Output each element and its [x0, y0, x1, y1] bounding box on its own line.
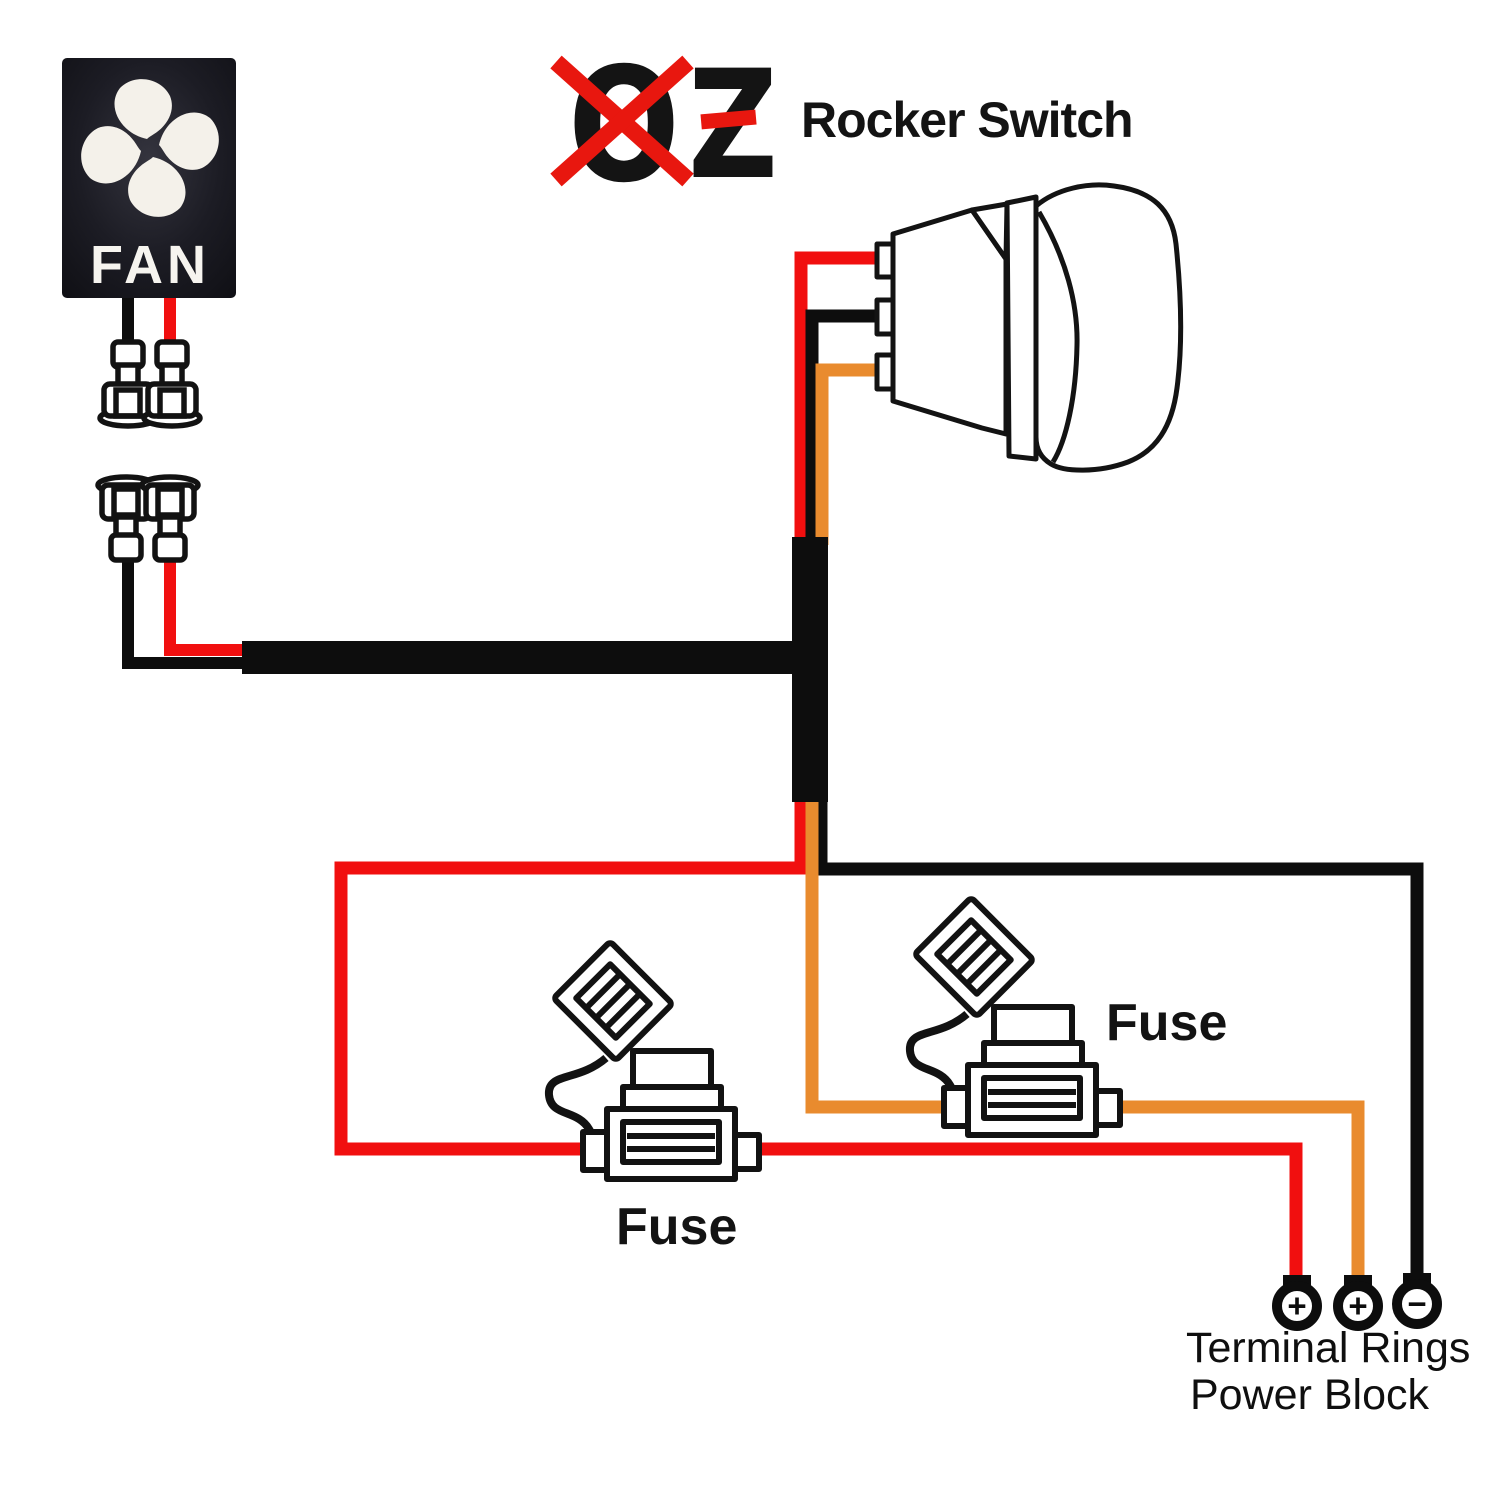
terminal-ring-positive-1 — [1272, 1281, 1322, 1331]
red-power-wire-lower — [334, 795, 1303, 1283]
black-wire-to-loom — [122, 552, 252, 669]
switch-stub-wires — [794, 251, 884, 545]
red-wire-to-loom — [164, 552, 252, 656]
fuse-holder-left-drawing — [549, 942, 759, 1179]
lower-harness-wires — [334, 795, 1424, 1283]
rocker-switch-drawing — [874, 182, 1184, 473]
switch-faceplate — [1004, 194, 1039, 462]
terminal-ring-positive-2 — [1333, 1281, 1383, 1331]
fan-label: FAN — [90, 235, 210, 295]
fuse-holder-right-drawing — [910, 898, 1120, 1135]
ring-positive-symbol-2: + — [1348, 1287, 1368, 1324]
black-wire-to-switch — [805, 309, 884, 545]
red-wire-to-switch — [794, 251, 884, 545]
ring-positive-symbol-1: + — [1287, 1287, 1307, 1324]
bullet-connector-male-red — [144, 342, 200, 426]
fuse-left-label: Fuse — [616, 1198, 738, 1256]
switch-body — [890, 207, 1009, 437]
terminal-ring-negative — [1392, 1279, 1442, 1329]
fan-unit-drawing — [62, 58, 236, 298]
horizontal-wire-loom — [242, 641, 794, 674]
terminal-rings-drawing — [1272, 1273, 1442, 1331]
fan-side-wires — [122, 290, 252, 669]
black-ground-wire-lower — [814, 795, 1424, 1281]
power-block-caption: Power Block — [1190, 1371, 1429, 1419]
ring-negative-symbol: − — [1407, 1285, 1427, 1322]
diagram-title: Rocker Switch — [801, 92, 1134, 148]
bullet-connector-female-red — [142, 477, 198, 560]
fuse-right-label: Fuse — [1106, 994, 1228, 1052]
terminal-rings-caption: Terminal Rings — [1186, 1324, 1471, 1372]
orange-wire-to-switch — [815, 363, 884, 545]
switch-rocker-button — [1033, 182, 1184, 473]
oz-logo: O Z — [550, 34, 778, 218]
vertical-wire-loom — [792, 537, 828, 802]
oz-logo-cross-stroke-2 — [550, 55, 694, 187]
oz-logo-z-strike — [700, 109, 757, 130]
switch-rocker-curve — [1036, 210, 1080, 464]
